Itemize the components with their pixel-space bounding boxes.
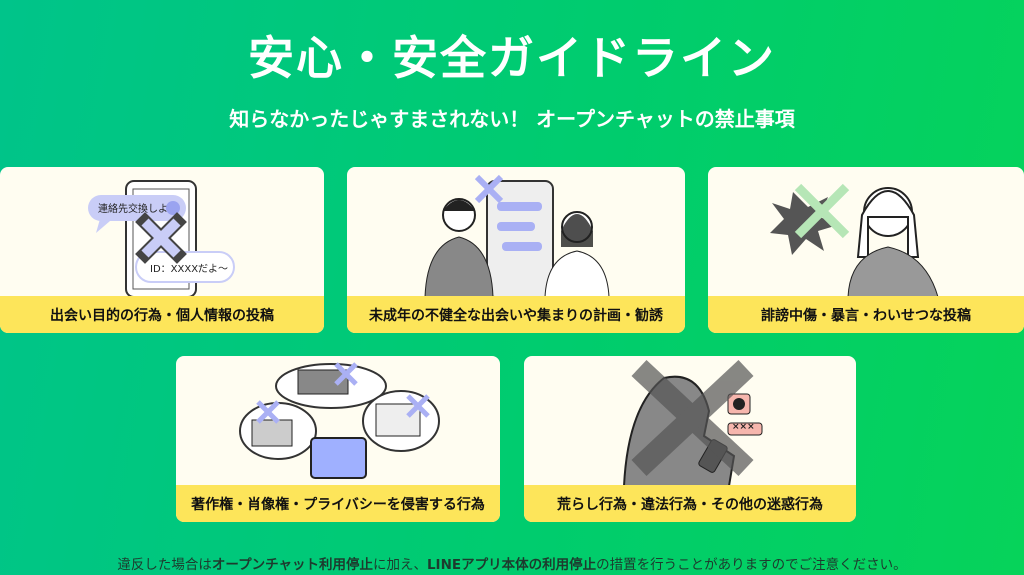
note-text: の措置を行うことがありますのでご注意ください。 (596, 557, 907, 573)
page-subtitle: 知らなかったじゃすまされない！ オープンチャットの禁止事項 (229, 107, 795, 131)
card-label: 誹謗中傷・暴言・わいせつな投稿 (708, 296, 1024, 333)
card-label: 出会い目的の行為・個人情報の投稿 (0, 296, 324, 333)
card-defamation: 誹謗中傷・暴言・わいせつな投稿 (708, 167, 1024, 333)
card-label: 著作権・肖像権・プライバシーを侵害する行為 (176, 485, 500, 522)
page-title: 安心・安全ガイドライン (248, 31, 776, 85)
card-label: 未成年の不健全な出会いや集まりの計画・勧誘 (347, 296, 685, 333)
people-illustration (424, 174, 610, 297)
x-mark-icon (631, 359, 754, 477)
bubble-id: ID：XXXXだよ〜 (150, 264, 229, 275)
bubble-xxx: ××× (732, 422, 755, 432)
note-text: に加え、 (372, 557, 427, 573)
x-mark-icon (256, 362, 430, 424)
card-copyright: 著作権・肖像権・プライバシーを侵害する行為 (176, 356, 500, 522)
warning-note: 違反した場合はオープンチャット利用停止に加え、LINEアプリ本体の利用停止の措置… (0, 553, 1024, 573)
x-mark-icon (474, 174, 504, 204)
card-personal-info: 連絡先交換しよ ID：XXXXだよ〜 出会い目的の行為・個人情報の投稿 (0, 167, 324, 333)
note-text: 違反した場合は (117, 557, 212, 573)
card-trolling: ××× 荒らし行為・違法行為・その他の迷惑行為 (524, 356, 856, 522)
bubble-contact: 連絡先交換しよ (98, 204, 168, 215)
note-emphasis: オープンチャット利用停止 (211, 557, 373, 573)
card-minors: 未成年の不健全な出会いや集まりの計画・勧誘 (347, 167, 685, 333)
note-emphasis: LINEアプリ本体の利用停止 (426, 557, 597, 573)
card-label: 荒らし行為・違法行為・その他の迷惑行為 (524, 485, 856, 522)
media-illustration (239, 362, 440, 479)
phone-illustration (88, 180, 235, 297)
hooded-figure-illustration (622, 359, 763, 486)
girl-illustration (770, 183, 939, 297)
x-mark-icon (794, 183, 850, 239)
